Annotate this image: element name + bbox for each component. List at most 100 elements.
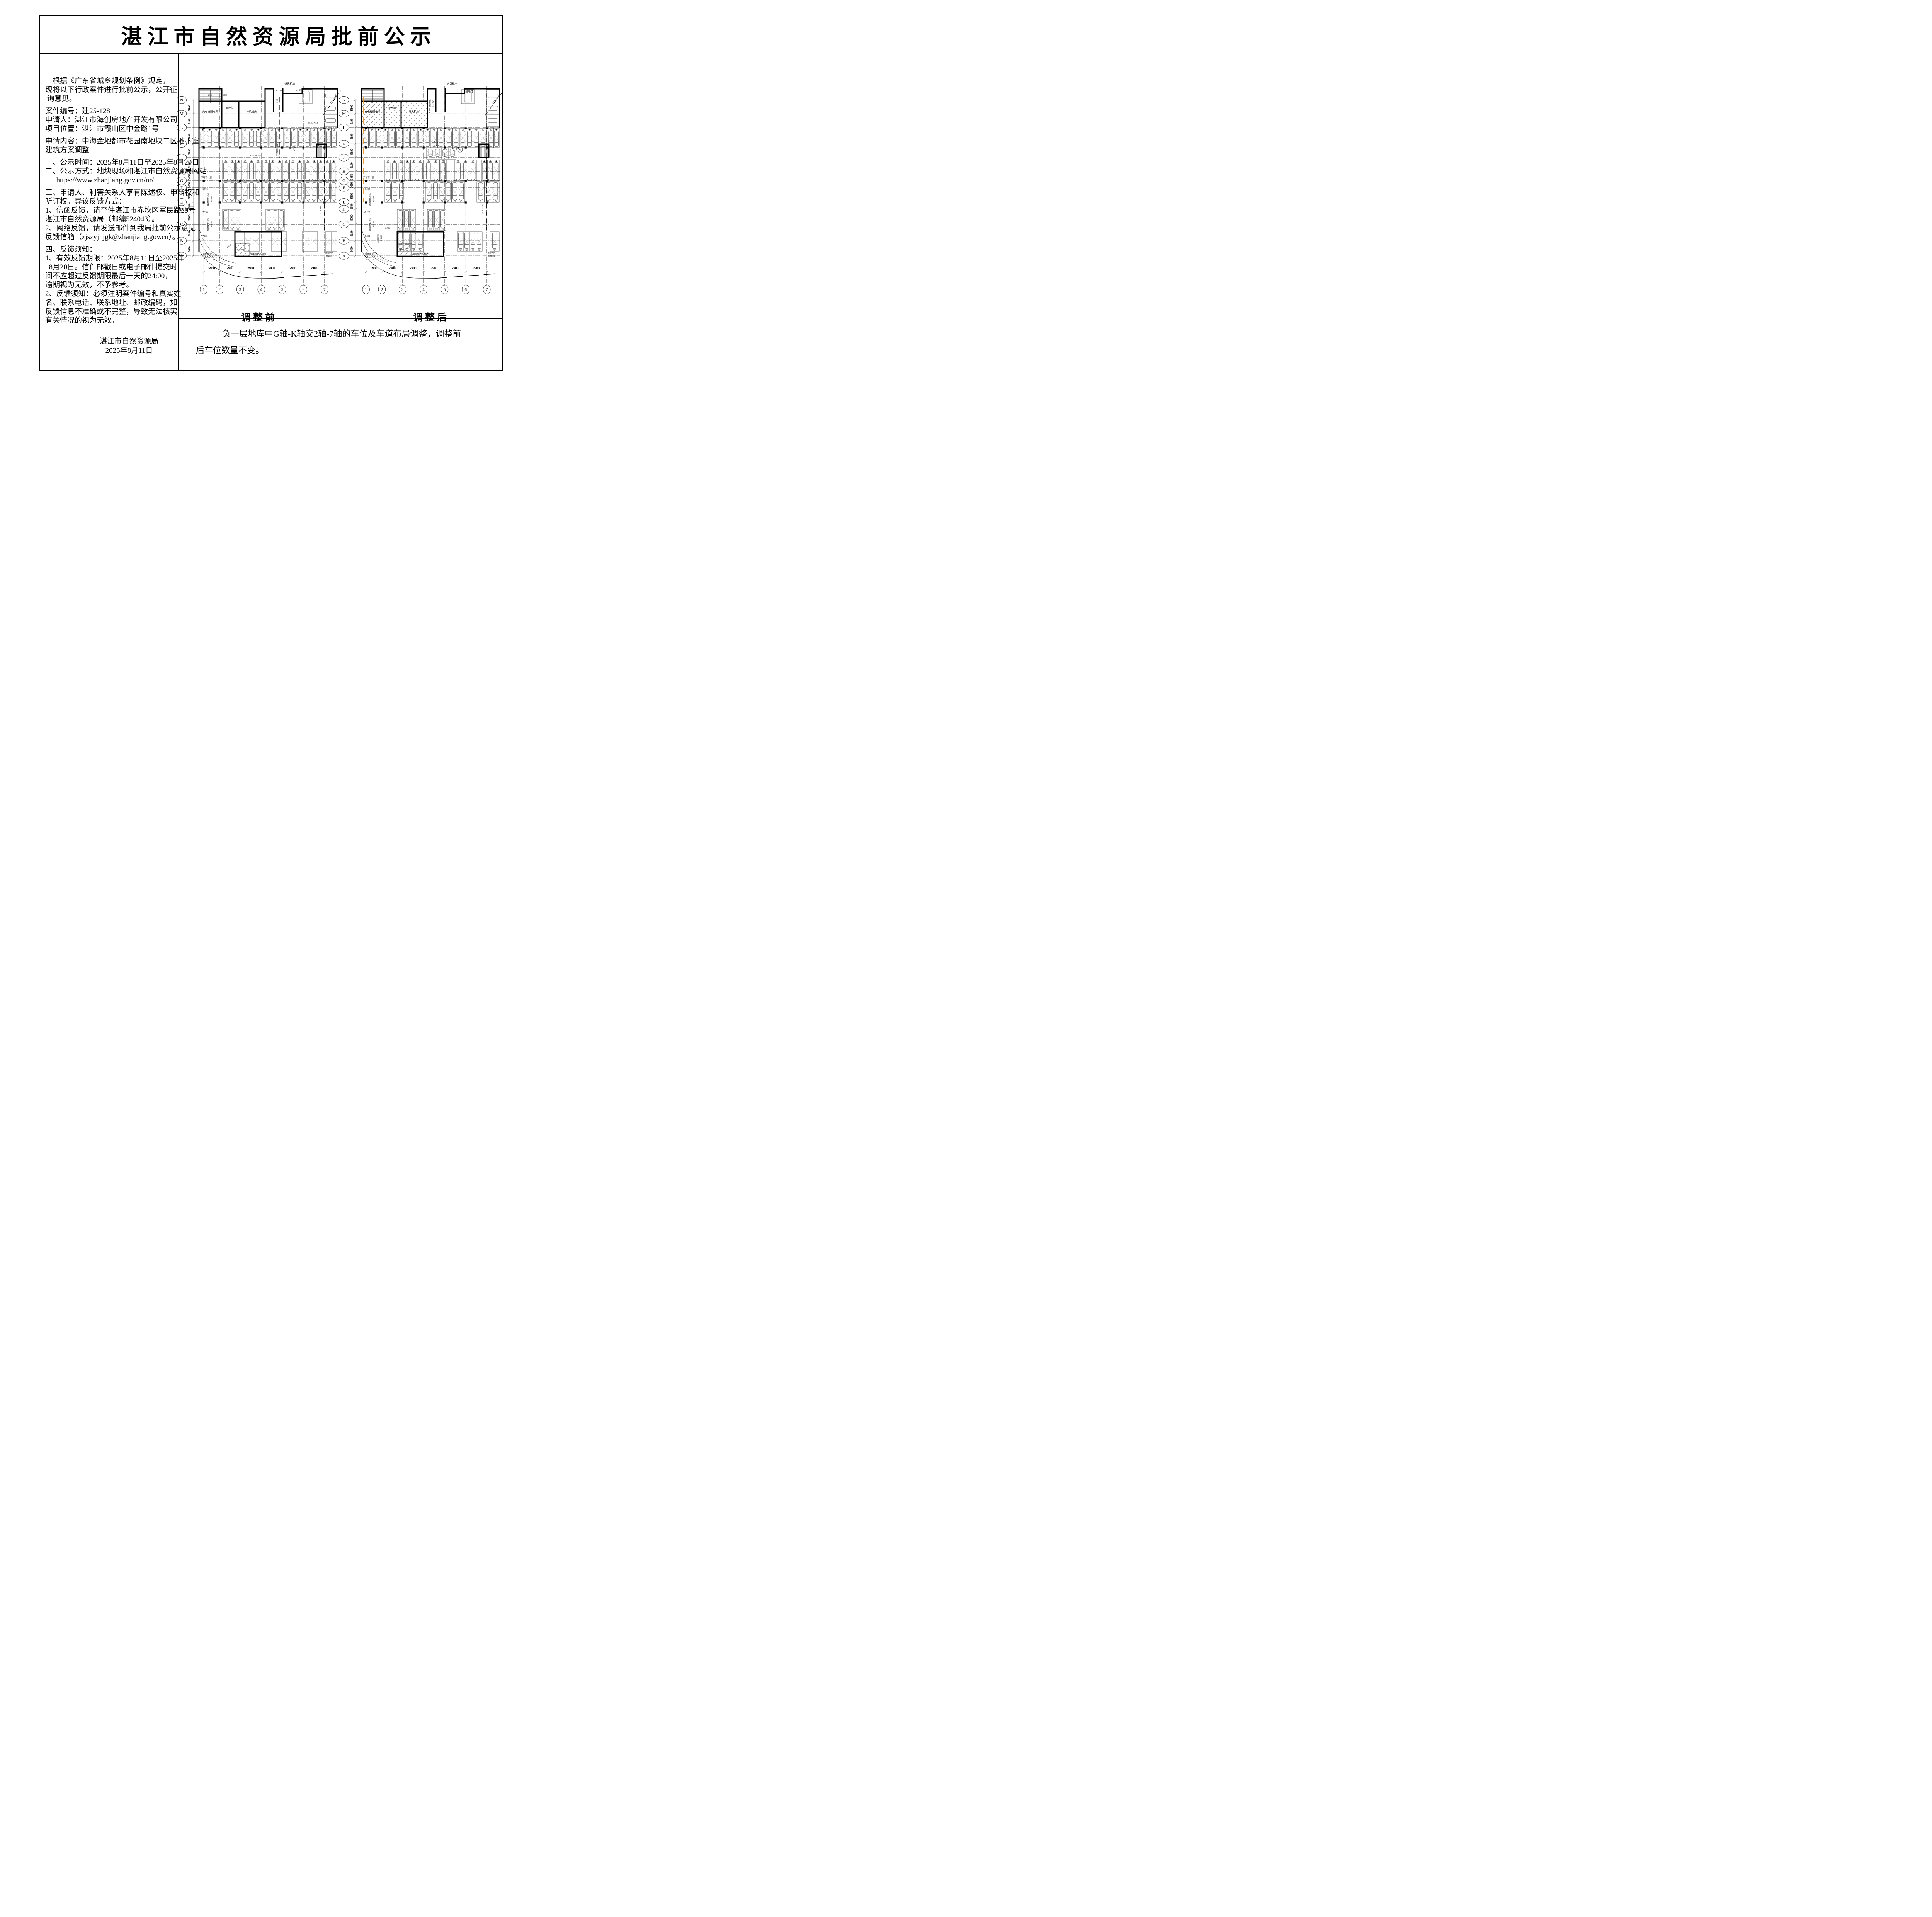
car-icon [249, 129, 254, 147]
plan-text-label: 配电间 [388, 106, 396, 109]
plan-text-label: 配电间 [465, 90, 473, 93]
car-icon [256, 129, 261, 147]
plan-text-label: FM甲10'22 [236, 248, 245, 251]
car-icon [331, 160, 336, 180]
car-icon [425, 129, 430, 147]
plan-text-label: 5 [281, 287, 284, 292]
plan-text-label: G [180, 179, 183, 183]
car-icon [284, 129, 289, 147]
plan-text-label: -6.350 [367, 257, 372, 259]
plan-text-label: 1:8 (削坡段) [377, 234, 379, 243]
plan-text-label: E [343, 200, 345, 204]
plan-text-label: N [342, 98, 345, 102]
plan-text-label: 1:10 [276, 99, 279, 103]
detail-bubble: 15 [289, 145, 296, 151]
beam-lines [385, 90, 503, 232]
car-icon [223, 182, 228, 202]
car-icon [270, 160, 275, 180]
plan-text-label: K [180, 142, 183, 146]
plan-text-label: 5400 [223, 94, 227, 97]
car-icon [486, 182, 490, 202]
caption-after: 调整后 [413, 313, 449, 323]
dotted-region [200, 252, 214, 260]
car-icon [305, 129, 310, 147]
car-icon [428, 210, 433, 230]
plan-text-label: B [180, 239, 183, 243]
car-icon [264, 182, 269, 202]
plan-text-label: 2600 [187, 204, 191, 209]
car-icon [200, 129, 205, 147]
car-icon [435, 149, 440, 157]
plan-text-label: -6.750 [384, 227, 390, 230]
text-line: 名、联系电话、联系地址、邮政编码，如 [45, 299, 178, 307]
plan-text-label: 7900 [311, 266, 317, 270]
car-icon [236, 210, 240, 230]
car-icon [478, 182, 483, 202]
text-line: 申请人：湛江市海创房地产开发有限公司 [45, 116, 178, 124]
plan-text-label: N [180, 98, 183, 102]
car-icon [432, 129, 437, 147]
plan-text-label: 5300 [350, 193, 353, 199]
plan-text-label: -6.350 [296, 90, 302, 92]
text-line: 一、公示时间：2025年8月11日至2025年8月20日 [45, 158, 199, 167]
plan-text-label: 下地下二层 [201, 176, 212, 179]
notice-paragraph: 一、公示时间：2025年8月11日至2025年8月20日二、公示方式：地块现场和… [45, 158, 207, 185]
plan-text-label: J [343, 155, 345, 160]
plan-text-label: 2650 [350, 182, 353, 188]
column-markers [202, 127, 326, 204]
car-icon [255, 160, 260, 180]
car-icon [277, 182, 282, 202]
plan-text-label: 5300 [187, 193, 191, 199]
text-line: https://www.zhanjiang.gov.cn/nr/ [45, 176, 154, 184]
car-icon [442, 149, 447, 157]
car-icon [297, 160, 302, 180]
text-line: 湛江市自然资源局（邮编524043）。 [45, 215, 159, 223]
plan-text-label: 报警阀间 [488, 251, 496, 254]
plan-text-label: 3450 [187, 174, 191, 180]
plan-text-label: 1 [454, 146, 455, 148]
plan-text-label: 1 [202, 287, 205, 292]
car-icon [433, 182, 438, 202]
plan-text-label: M [180, 112, 184, 116]
text-line: 2、反馈须知：必须注明案件编号和真实姓 [45, 290, 181, 298]
car-icon [273, 210, 277, 230]
car-icon [312, 182, 317, 202]
car-icon [454, 129, 459, 147]
plan-text-label: 7900 [431, 266, 437, 270]
circled-cross-icon [457, 147, 463, 153]
car-icon [236, 182, 241, 202]
car-icon [255, 182, 260, 202]
car-icon [236, 160, 241, 180]
plan-text-label: -7.265 [202, 211, 208, 214]
page: { "page": { "title": "湛江市自然资源局批前公示", "li… [0, 0, 543, 384]
car-icon [214, 129, 219, 147]
plan-text-label: 6100 [187, 230, 191, 236]
text-line: 听证权。异议反馈方式： [45, 197, 126, 206]
plan-text-label: 7900 [227, 266, 233, 270]
car-icon [234, 129, 239, 147]
car-icon [488, 129, 493, 147]
car-icon [291, 129, 296, 147]
notice-sheet: 湛江市自然资源局批前公示 根据《广东省城乡规划条例》规定，现将以下行政案件进行批… [39, 15, 503, 371]
plan-text-label: R6500 [226, 244, 232, 249]
notice-paragraph: 三、申请人、利害关系人享有陈述权、申辩权和听证权。异议反馈方式：1、信函反馈，请… [45, 188, 199, 242]
plan-text-label: 坡道坡度=15% [369, 218, 372, 231]
car-icon [332, 129, 337, 147]
text-line: 8月20日。信件邮戳日或电子邮件提交时 [45, 263, 178, 271]
plan-text-label: TFJL5528' [320, 204, 322, 214]
text-line: 项目位置：湛江市霞山区中金路1号 [45, 125, 159, 133]
text-line: 申请内容：中海金地都市花园南地块二区地下室 [45, 137, 200, 145]
plan-text-label: M [342, 112, 346, 116]
plan-text-label: 6100 [187, 134, 191, 139]
car-icon [383, 129, 388, 147]
car-icon [398, 160, 403, 180]
plan-text-label: 4 [260, 287, 262, 292]
text-line: 二、公示方式：地块现场和湛江市自然资源局网站 [45, 167, 207, 175]
car-icon [412, 160, 416, 180]
plan-text-label: 3 [401, 287, 404, 292]
car-icon [223, 210, 228, 230]
car-icon [269, 129, 274, 147]
plan-text-label: 5100 [187, 149, 191, 155]
car-icon [398, 233, 403, 251]
